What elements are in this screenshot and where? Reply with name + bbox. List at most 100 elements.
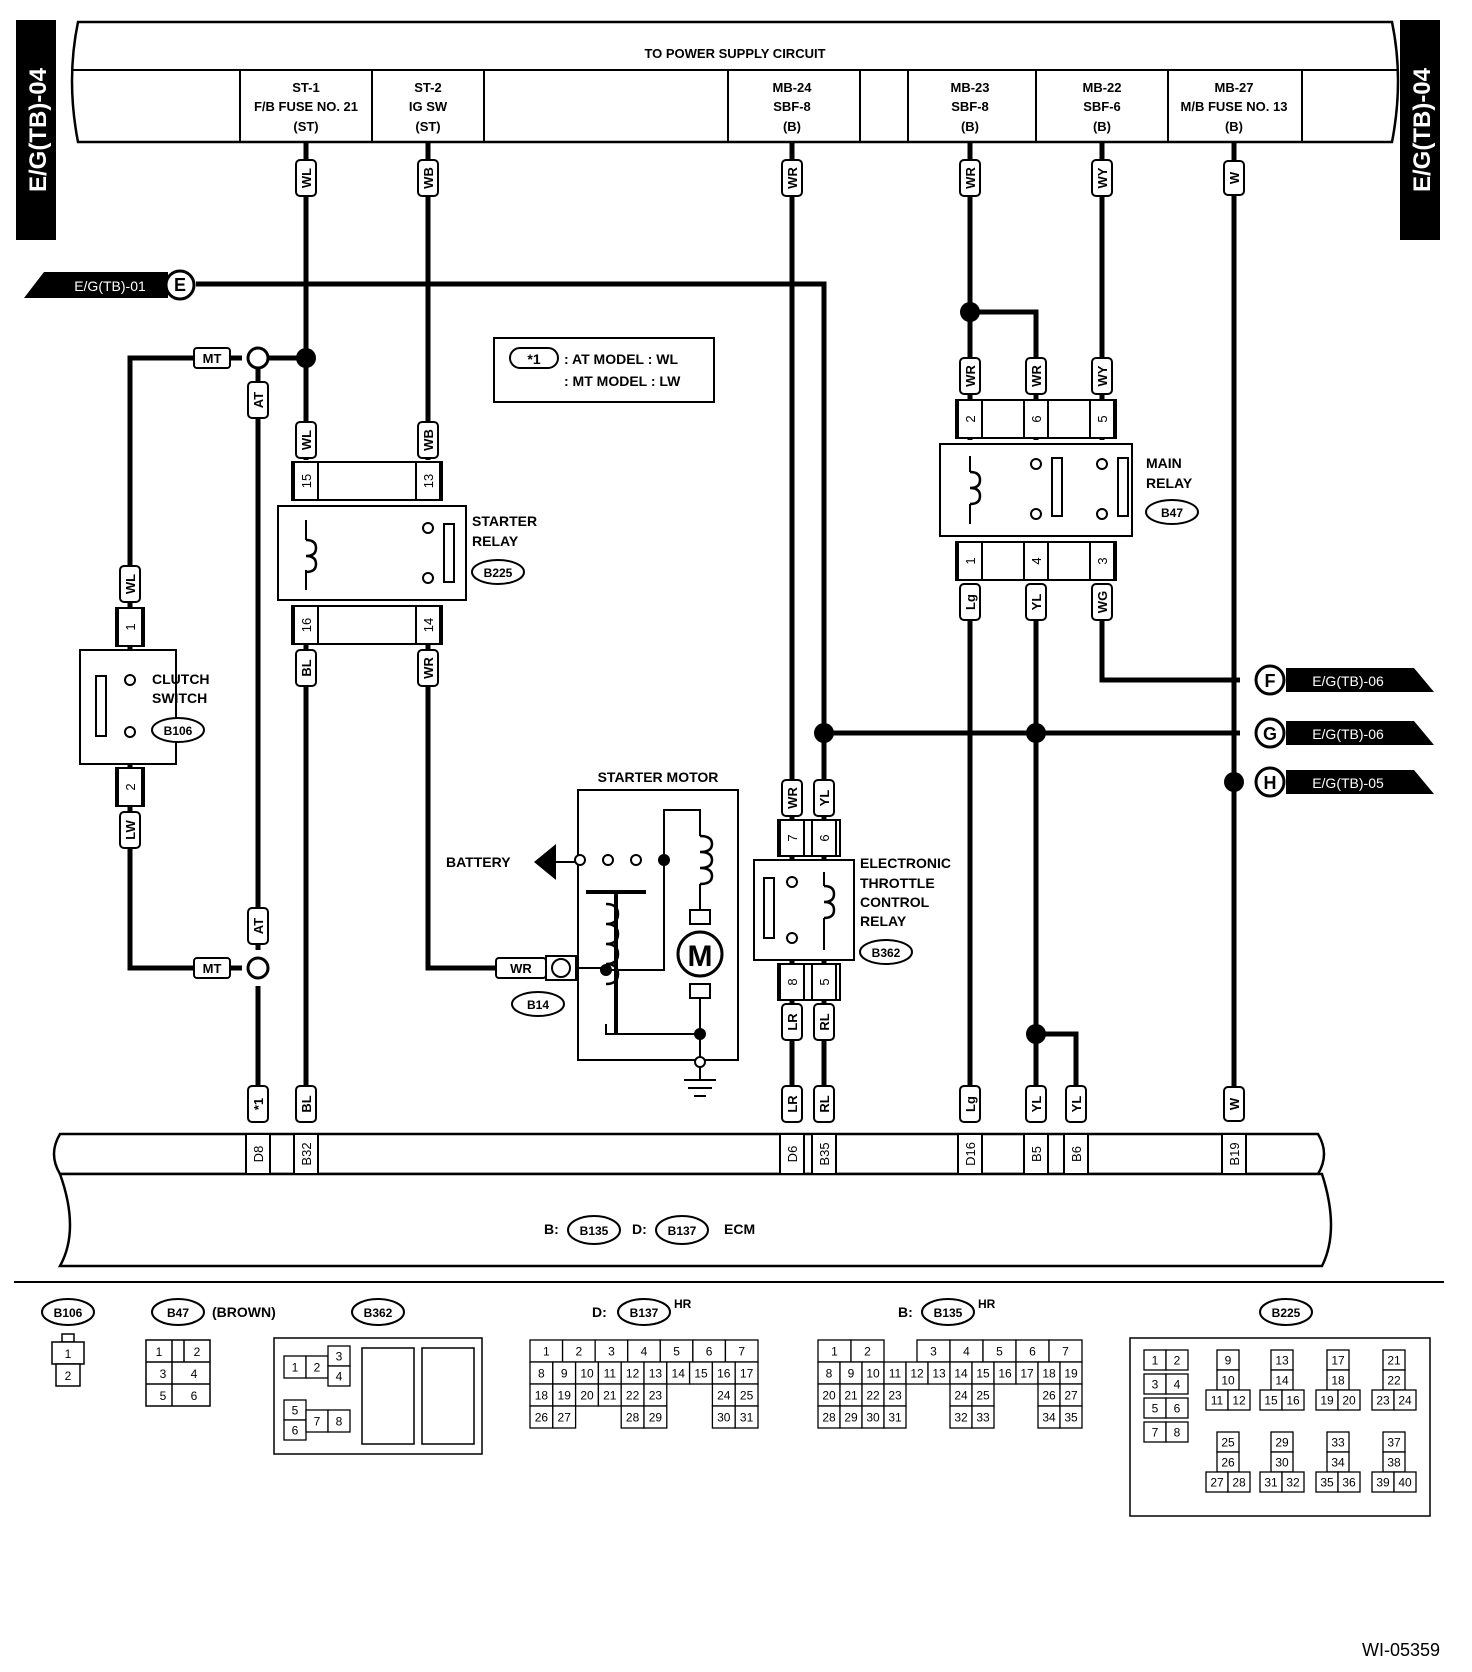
b135-pin-10: 10 [861,1361,885,1385]
wire-label-st2-text: WB [421,167,436,189]
b135-pin-27-text: 27 [1064,1389,1078,1403]
pin-ecm-D8-text: D8 [251,1146,266,1163]
pin-ecm-B35-text: B35 [817,1142,832,1165]
wire-label-mb22: WY [1091,159,1113,197]
b137-pin-17-text: 17 [740,1367,754,1381]
header-cell-st1-l3: (ST) [293,119,318,134]
main-relay-name2: RELAY [1146,475,1193,491]
wire-label-relay-5-text: WY [1095,365,1110,386]
pin-ecm-B19: B19 [1221,1133,1247,1175]
b225-pin-39: 39 [1371,1471,1395,1493]
b362-pin-7-text: 7 [314,1415,321,1429]
wire-label-mt-bot-text: MT [203,961,222,976]
wire-label-ecm-3: RL [813,1085,835,1123]
starter-relay-name2: RELAY [472,533,519,549]
b135-pin-25: 25 [971,1383,995,1407]
b135-pin-29-text: 29 [844,1411,858,1425]
b137-pin-3-text: 3 [608,1345,615,1359]
wire-label-at-top-text: AT [251,392,266,408]
b137-pin-1: 1 [529,1339,564,1363]
pin-main-1-text: 1 [963,557,978,564]
b135-pin-28-text: 28 [822,1411,836,1425]
b137-pin-20-text: 20 [580,1389,594,1403]
model-note-mark: *1 [527,351,540,367]
wire-label-clutch-bot: LW [119,811,141,849]
b135-pin-18: 18 [1037,1361,1061,1385]
b137-pin-31-text: 31 [740,1411,754,1425]
b225-pin-30-text: 30 [1275,1456,1289,1470]
pin-starter-15-text: 15 [299,474,314,488]
b225-pin-37-text: 37 [1387,1436,1401,1450]
connector-b47-pin4: 4 [191,1367,198,1381]
clutch-switch: CLUTCH SWITCH B106 [79,607,210,807]
connector-b137-prefix: D: [592,1304,607,1320]
b225-pin-19: 19 [1315,1389,1339,1411]
header-cell-mb22-l3: (B) [1093,119,1111,134]
wire-label-etc-5: RL [813,1003,835,1041]
ecm-d-code: B137 [668,1224,697,1238]
starter-motor-name: STARTER MOTOR [598,769,719,785]
b225-pin-14: 14 [1270,1369,1294,1391]
b137-pin-25: 25 [734,1383,759,1407]
wire-label-ecm-7: W [1223,1086,1245,1122]
b225-pin-19-text: 19 [1320,1394,1334,1408]
main-relay-code: B47 [1161,506,1183,520]
b225-pin-16-text: 16 [1286,1394,1300,1408]
b225-pin-38: 38 [1382,1451,1406,1473]
wire-label-relay-1: Lg [959,583,981,621]
b362-pin-3: 3 [327,1345,351,1367]
b135-pin-12-text: 12 [910,1367,924,1381]
b135-pin-9-text: 9 [848,1367,855,1381]
b135-pin-3: 3 [916,1339,951,1363]
b135-pin-24-text: 24 [954,1389,968,1403]
pin-etc-7: 7 [779,819,805,857]
wire-label-etc-6-text: YL [817,790,832,807]
b225-pin-1-text: 1 [1152,1354,1159,1368]
b225-pin-35-text: 35 [1320,1476,1334,1490]
b225-pin-33: 33 [1326,1431,1350,1453]
b135-pin-21: 21 [839,1383,863,1407]
wire-label-relay-4-text: YL [1029,594,1044,611]
b135-pin-34-text: 34 [1042,1411,1056,1425]
offpage-f-ref: E/G(TB)-06 [1312,673,1384,689]
b225-pin-10: 10 [1216,1369,1240,1391]
b137-pin-9: 9 [552,1361,577,1385]
b225-pin-14-text: 14 [1275,1374,1289,1388]
ecm-b-code: B135 [580,1224,609,1238]
b225-pin-36: 36 [1337,1471,1361,1493]
b135-pin-28: 28 [817,1405,841,1429]
b137-pin-27-text: 27 [558,1411,572,1425]
b225-pin-11: 11 [1205,1389,1229,1411]
pin-ecm-D16: D16 [957,1133,983,1175]
wire-label-ecm-5-text: YL [1029,1096,1044,1113]
wire-label-starter-15-text: WL [299,430,314,450]
ecm-b-prefix: B: [544,1221,559,1237]
header-cell-st2-l2: IG SW [409,99,448,114]
b137-pin-12-text: 12 [626,1367,640,1381]
b135-pin-26: 26 [1037,1383,1061,1407]
b135-pin-33-text: 33 [976,1411,990,1425]
b225-pin-31-text: 31 [1264,1476,1278,1490]
wire-label-at-bot-text: AT [251,918,266,934]
wire-label-starter-14: WR [417,649,439,687]
b135-pin-32: 32 [949,1405,973,1429]
b225-pin-30: 30 [1270,1451,1294,1473]
b225-pin-20-text: 20 [1342,1394,1356,1408]
b137-pin-29-text: 29 [649,1411,663,1425]
b135-pin-5: 5 [982,1339,1017,1363]
header-cell-mb27: MB-27 M/B FUSE NO. 13 (B) [1181,80,1288,134]
b362-pin-1-text: 1 [292,1361,299,1375]
pin-clutch-1-text: 1 [123,623,138,630]
header-cell-mb24: MB-24 SBF-8 (B) [772,80,812,134]
b225-pin-9: 9 [1216,1349,1240,1371]
header-cell-st2-l3: (ST) [415,119,440,134]
b225-pin-16: 16 [1281,1389,1305,1411]
b225-pin-23: 23 [1371,1389,1395,1411]
b135-pin-22: 22 [861,1383,885,1407]
b135-pin-23-text: 23 [888,1389,902,1403]
b362-pin-5-text: 5 [292,1404,299,1418]
b137-pin-21: 21 [597,1383,622,1407]
b225-pin-31: 31 [1259,1471,1283,1493]
b225-pin-26-text: 26 [1221,1456,1235,1470]
b362-pin-8: 8 [327,1409,351,1433]
